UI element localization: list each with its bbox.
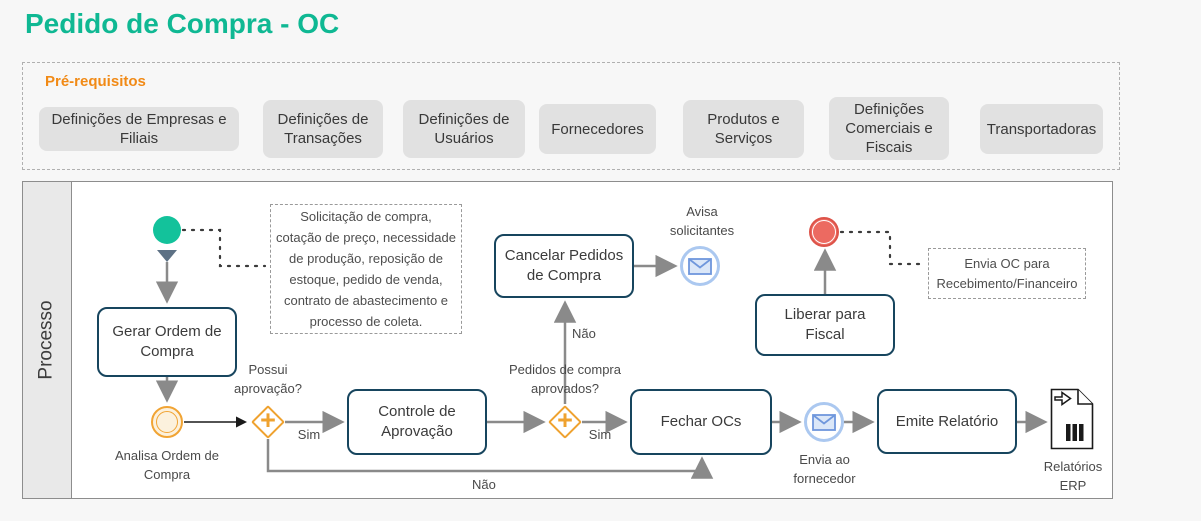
flow-gw1-nao-to-fechar: [266, 439, 714, 479]
prereq-item-transacoes: Definições de Transações: [263, 100, 383, 158]
process-lane-header: Processo: [23, 182, 72, 498]
document-report-icon: [1050, 388, 1094, 450]
gateway-label-pedidos-aprovados: Pedidos de compra aprovados?: [508, 362, 621, 396]
message-event-envia-fornecedor: [804, 402, 844, 442]
process-canvas: Solicitação de compra, cotação de preço,…: [72, 182, 1112, 498]
intermediate-event-inner-ring: [156, 411, 178, 433]
event-label-analisa: Analisa Ordem de Compra: [114, 448, 220, 482]
message-event-avisa-solicitantes: [680, 246, 720, 286]
end-event: [809, 217, 839, 247]
task-cancelar-pedidos-de-compra: Cancelar Pedidos de Compra: [494, 234, 634, 298]
gateway-pedidos-aprovados: +: [548, 405, 582, 439]
task-emite-relatorio: Emite Relatório: [877, 389, 1017, 454]
task-liberar-para-fiscal: Liberar para Fiscal: [755, 294, 895, 356]
envelope-icon: [812, 413, 836, 431]
envelope-icon: [688, 257, 712, 275]
gateway-possui-aprovacao: +: [251, 405, 285, 439]
annotation-start-note: Solicitação de compra, cotação de preço,…: [270, 204, 462, 334]
task-controle-de-aprovacao: Controle de Aprovação: [347, 389, 487, 455]
task-fechar-ocs: Fechar OCs: [630, 389, 772, 455]
process-panel: Processo: [22, 181, 1113, 499]
annotation-end-note-text: Envia OC para Recebimento/Financeiro: [936, 255, 1078, 291]
assoc-end-note: [839, 230, 926, 266]
edge-label-sim-1: Sim: [297, 427, 321, 442]
gateway-label-possui-aprovacao: Possui aprovação?: [234, 362, 302, 396]
edge-label-sim-2: Sim: [588, 427, 612, 442]
start-connector-triangle-icon: [157, 250, 177, 262]
event-label-relatorios-erp: Relatórios ERP: [1043, 459, 1103, 493]
prereq-item-produtos-servicos: Produtos e Serviços: [683, 100, 804, 158]
task-gerar-ordem-de-compra: Gerar Ordem de Compra: [97, 307, 237, 377]
annotation-end-note: Envia OC para Recebimento/Financeiro: [928, 248, 1086, 299]
event-label-envia-fornecedor: Envia ao fornecedor: [793, 452, 856, 486]
sequence-flows: [155, 228, 1048, 479]
assoc-start-note: [181, 228, 267, 268]
gateway-plus-icon: +: [557, 405, 573, 435]
prereq-item-fornecedores: Fornecedores: [539, 104, 656, 154]
annotation-start-note-text: Solicitação de compra, cotação de preço,…: [276, 209, 456, 329]
prereq-item-comerciais-fiscais: Definições Comerciais e Fiscais: [829, 97, 949, 160]
prerequisites-panel: Pré-requisitos Definições de Empresas e …: [22, 62, 1120, 170]
gateway-plus-icon: +: [260, 405, 276, 435]
prerequisites-label: Pré-requisitos: [45, 73, 146, 90]
process-lane-label: Processo: [36, 300, 58, 380]
edge-label-nao-up: Não: [572, 326, 596, 341]
start-event: [153, 216, 181, 244]
event-label-avisa-solicitantes: Avisa solicitantes: [669, 204, 735, 238]
prereq-item-usuarios: Definições de Usuários: [403, 100, 525, 158]
intermediate-event-analisa: [151, 406, 183, 438]
prereq-item-transportadoras: Transportadoras: [980, 104, 1103, 154]
edge-label-nao-bottom: Não: [472, 477, 496, 492]
page-title: Pedido de Compra - OC: [25, 8, 340, 39]
prereq-item-empresas-filiais: Definições de Empresas e Filiais: [39, 107, 239, 151]
export-arrow-icon: [1054, 391, 1072, 406]
